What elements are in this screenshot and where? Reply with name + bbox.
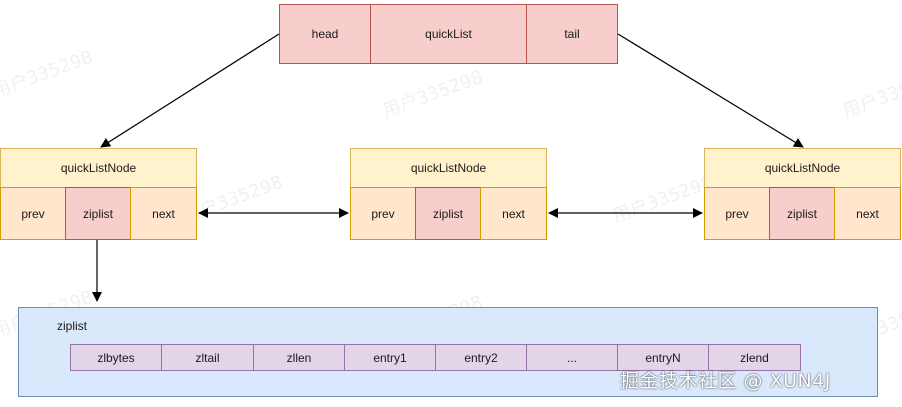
head-to-node1-arrow bbox=[100, 33, 280, 148]
node-next-field: next bbox=[834, 187, 901, 240]
node-title: quickListNode bbox=[704, 148, 901, 188]
ziplist-cell-entry1: entry1 bbox=[344, 344, 436, 371]
ziplist-cell-entryN: entryN bbox=[617, 344, 709, 371]
credit-watermark: 掘金技术社区 @ XUN4J bbox=[620, 370, 831, 392]
ziplist-cell-zlend: zlend bbox=[708, 344, 801, 371]
node-ziplist-field: ziplist bbox=[769, 187, 835, 240]
quicklist-head-field: head bbox=[279, 4, 371, 64]
ziplist-cell-ellipsis: ... bbox=[526, 344, 618, 371]
quicklist-struct: head quickList tail bbox=[279, 4, 618, 64]
node-ziplist-field: ziplist bbox=[415, 187, 481, 240]
node-next-field: next bbox=[130, 187, 197, 240]
ziplist-cells: zlbytes zltail zllen entry1 entry2 ... e… bbox=[70, 344, 801, 371]
ziplist-cell-zltail: zltail bbox=[161, 344, 254, 371]
ziplist-label: ziplist bbox=[57, 319, 88, 333]
quicklist-tail-field: tail bbox=[526, 4, 618, 64]
quicklist-node-2: quickListNode prev ziplist next bbox=[350, 148, 547, 240]
ziplist-cell-zlbytes: zlbytes bbox=[70, 344, 162, 371]
node-next-field: next bbox=[480, 187, 547, 240]
tail-to-node3-arrow bbox=[617, 33, 804, 148]
ziplist-cell-zllen: zllen bbox=[253, 344, 345, 371]
node-prev-field: prev bbox=[704, 187, 770, 240]
node-prev-field: prev bbox=[0, 187, 66, 240]
quicklist-node-1: quickListNode prev ziplist next bbox=[0, 148, 197, 240]
quicklist-title-field: quickList bbox=[370, 4, 527, 64]
node-prev-field: prev bbox=[350, 187, 416, 240]
quicklist-node-3: quickListNode prev ziplist next bbox=[704, 148, 901, 240]
